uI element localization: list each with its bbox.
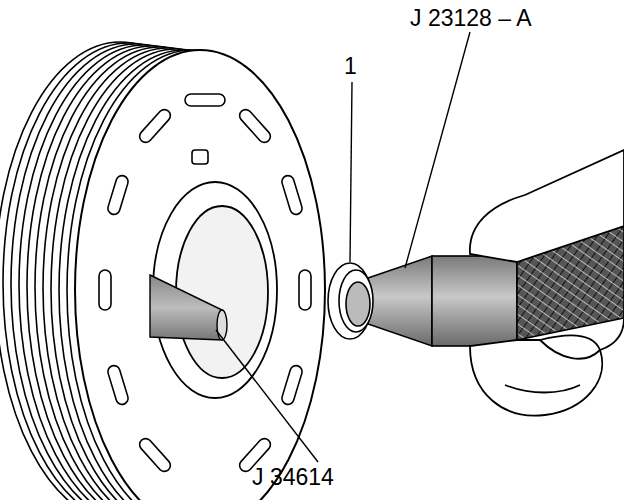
seal-flange — [328, 263, 372, 339]
finger-crease — [540, 340, 600, 359]
tool-label: J 34614 — [250, 465, 336, 490]
slot — [137, 436, 173, 474]
finger-crease — [505, 385, 580, 393]
leader-line — [405, 32, 470, 268]
slot — [280, 174, 303, 216]
pulley-slots — [99, 94, 311, 474]
leader-line — [216, 330, 318, 462]
seal-lip — [339, 270, 373, 332]
hand — [470, 150, 624, 416]
slot — [299, 270, 311, 310]
slot — [106, 364, 129, 406]
slot — [280, 364, 303, 406]
hub-bore — [176, 206, 268, 378]
seal-bore — [346, 282, 370, 326]
slot — [185, 94, 225, 106]
slot — [99, 270, 111, 310]
installer-shank — [432, 256, 517, 346]
leader-line — [350, 82, 352, 262]
hand-fingers — [470, 336, 602, 416]
hole — [192, 150, 208, 164]
cone-body — [150, 275, 222, 340]
cone-tip — [217, 310, 227, 340]
slot — [137, 107, 173, 145]
hand-edge — [600, 318, 624, 350]
leader-lines — [216, 32, 470, 462]
installer-body — [368, 256, 432, 346]
installer-cone — [150, 275, 227, 340]
callout-number: 1 — [342, 54, 359, 79]
hand-back — [470, 150, 624, 262]
pulley-face — [75, 50, 325, 500]
slot — [237, 107, 273, 145]
pulley — [0, 42, 325, 500]
tool-label: J 23128 – A — [408, 6, 534, 31]
slot — [106, 174, 129, 216]
